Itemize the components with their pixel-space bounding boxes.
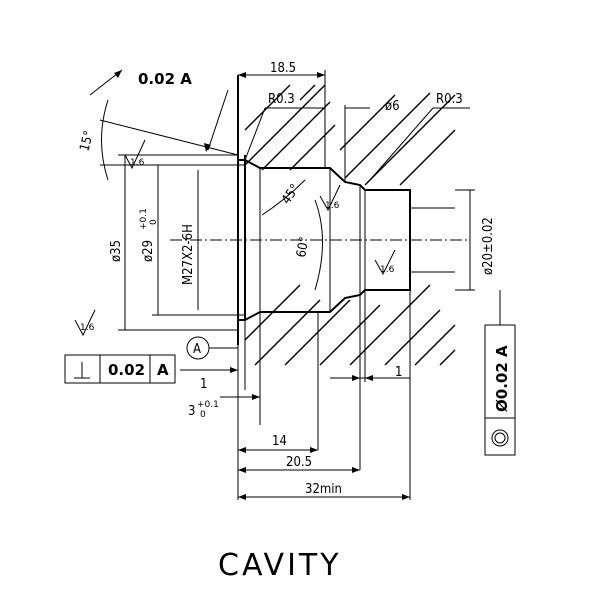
cavity-profile — [237, 75, 455, 345]
phi29-tol-up: +0.1 — [139, 208, 149, 230]
dim-1-right: 1 — [395, 365, 402, 380]
dim-3-tol-up: +0.1 — [197, 400, 219, 410]
perp-datum: A — [157, 361, 169, 379]
labels: 0.02 A 15° 18.5 R0.3 ø6 R0.3 1.6 1.6 1.6… — [77, 61, 511, 583]
thread-label: M27X2-6H — [181, 224, 196, 285]
phi6-label: ø6 — [385, 99, 400, 114]
perp-value: 0.02 — [108, 361, 145, 379]
dim-14: 14 — [272, 434, 287, 449]
dim-3: 3 — [188, 404, 195, 419]
dim-3-tol-low: 0 — [200, 410, 206, 420]
runout-top-label: 0.02 A — [138, 70, 192, 88]
r0-3-left: R0.3 — [268, 92, 295, 107]
material-hatching — [244, 84, 456, 366]
roughness-d: 1.6 — [80, 323, 95, 333]
angle-15-label: 15° — [77, 129, 97, 153]
roughness-c: 1.6 — [380, 265, 395, 275]
dim-1-left: 1 — [200, 377, 207, 392]
dimension-lines — [64, 69, 516, 500]
r0-3-right: R0.3 — [436, 92, 463, 107]
angle-60-label: 60° — [294, 236, 312, 259]
dim-18-5: 18.5 — [270, 61, 296, 76]
perpendicularity-icon — [74, 362, 90, 379]
phi35-label: ø35 — [109, 240, 124, 262]
datum-a-label: A — [193, 342, 201, 357]
roughness-b: 1.6 — [325, 201, 340, 211]
page-title: CAVITY — [218, 548, 342, 583]
concentricity-label: Ø0.02 A — [493, 345, 511, 412]
roughness-icons — [74, 139, 396, 337]
phi20-label: ø20±0.02 — [481, 217, 496, 275]
dim-32min: 32min — [305, 482, 342, 497]
phi29-label: ø29 — [141, 240, 156, 262]
roughness-a: 1.6 — [130, 158, 145, 168]
phi29-tol-low: 0 — [149, 219, 159, 225]
dim-20-5: 20.5 — [286, 455, 312, 470]
